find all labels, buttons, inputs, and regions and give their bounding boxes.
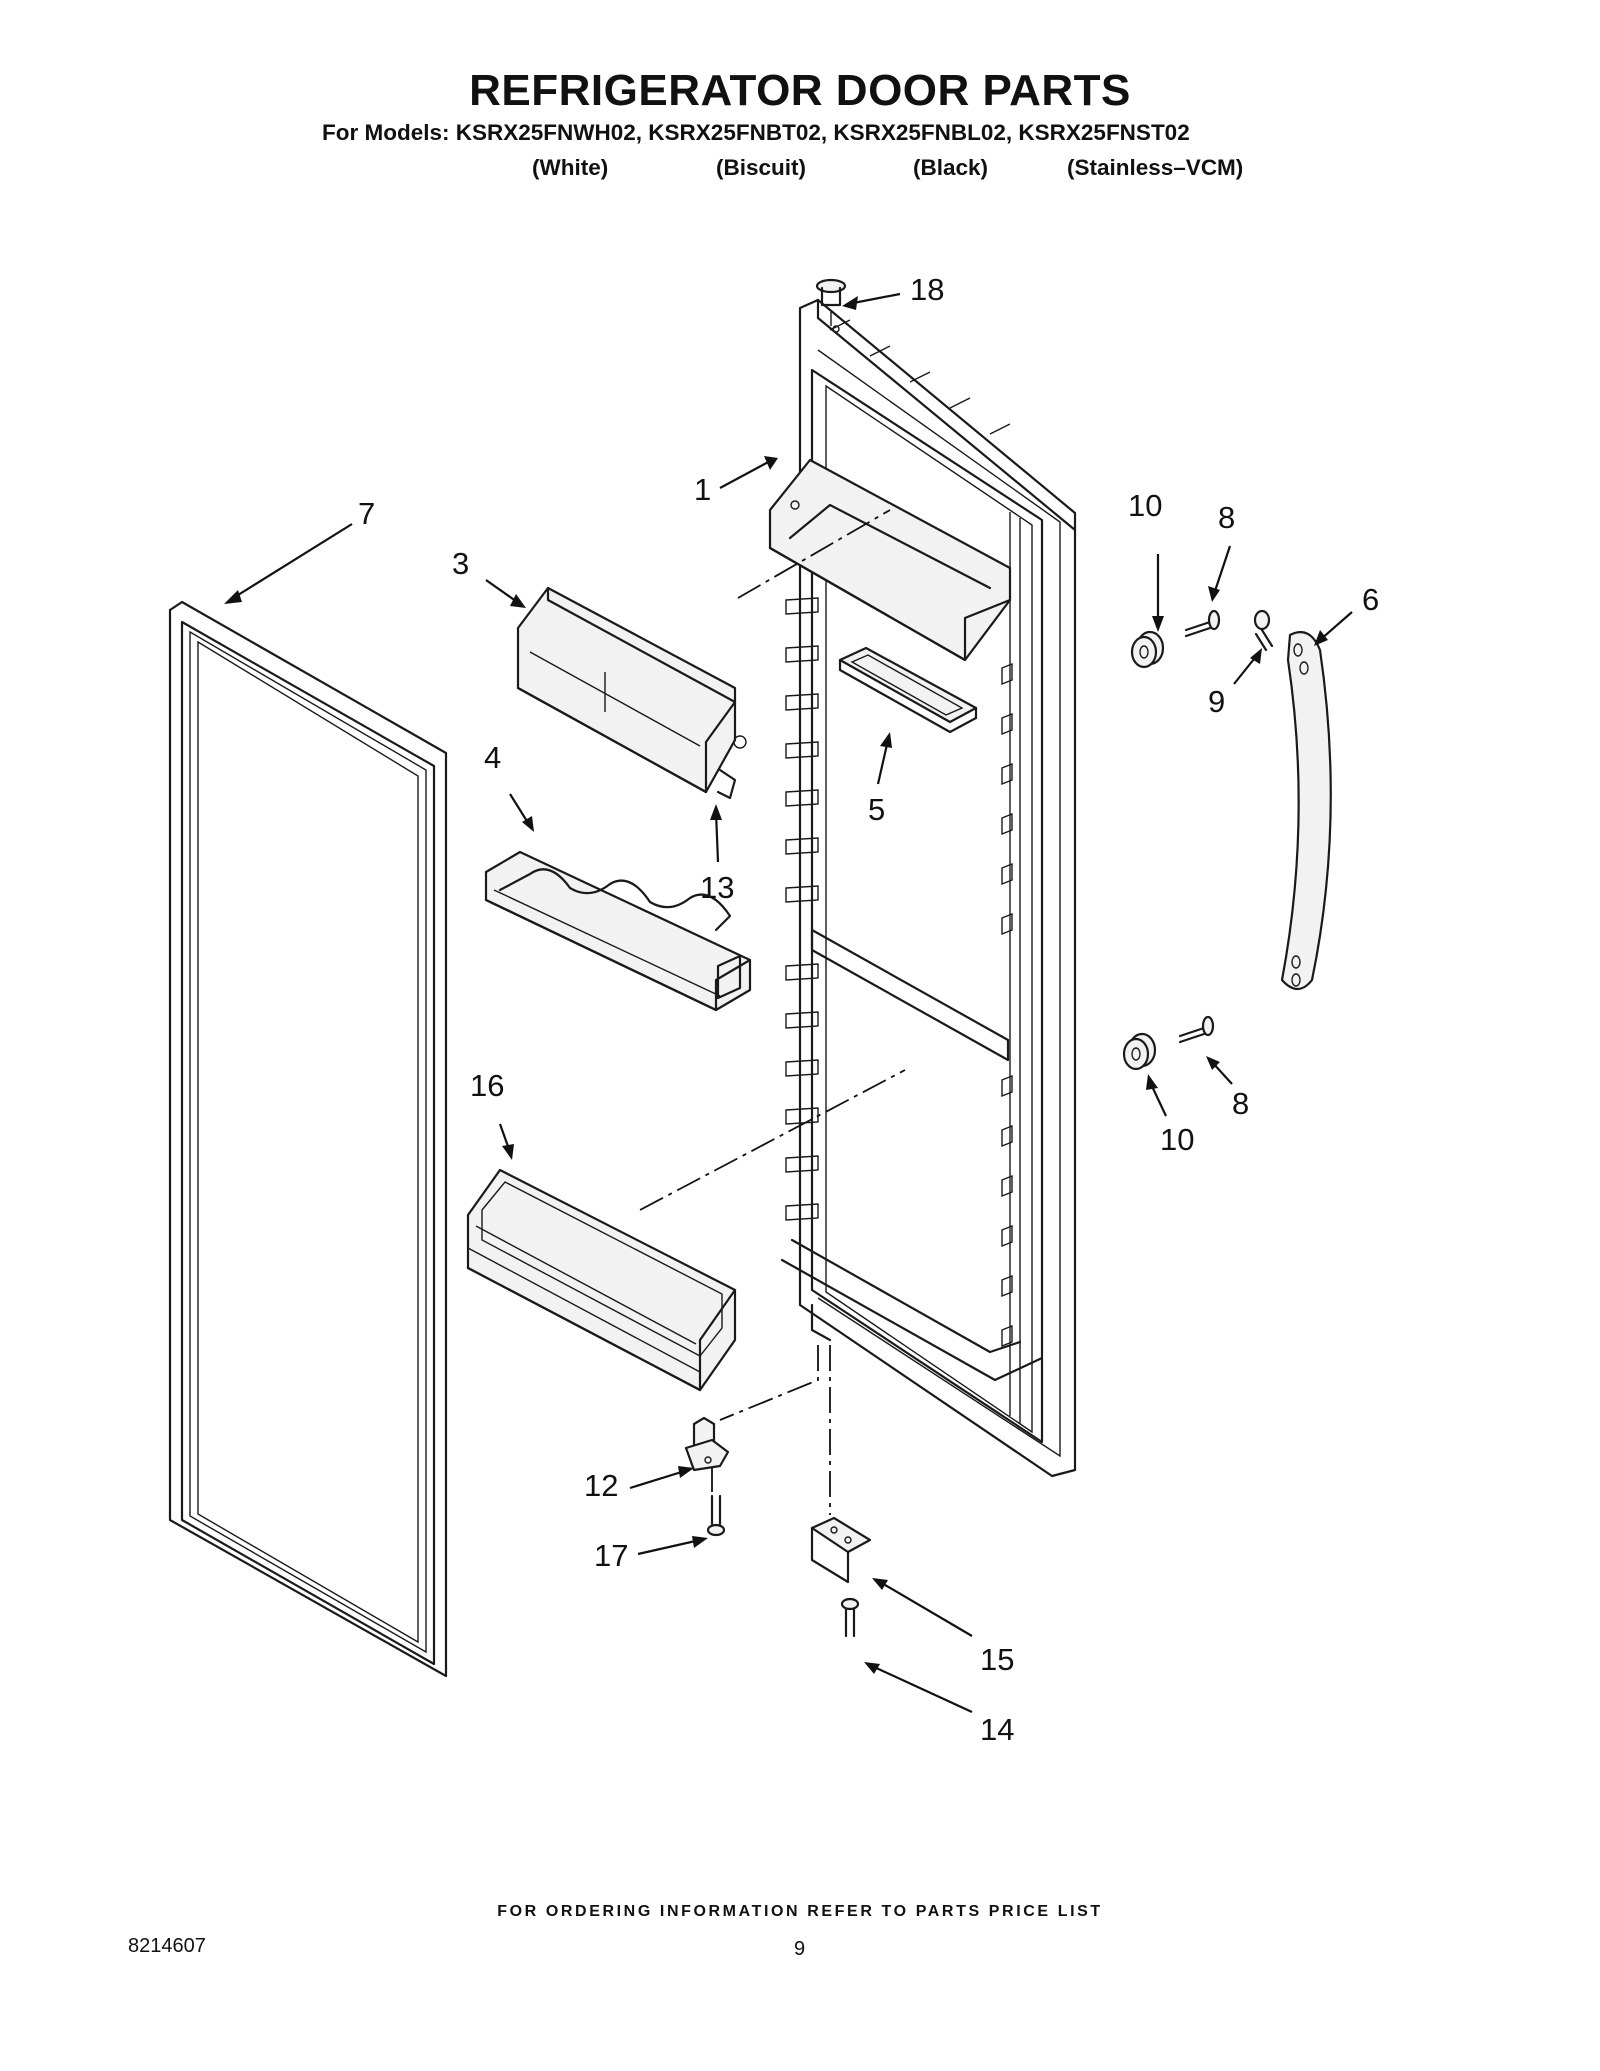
handle-spacer-lower xyxy=(1122,1032,1157,1071)
screw-9 xyxy=(1253,609,1274,652)
model-color-biscuit: (Biscuit) xyxy=(716,155,806,180)
top-hinge-pin xyxy=(815,278,847,333)
callout-8-upper: 8 xyxy=(1218,500,1235,535)
page-number: 9 xyxy=(794,1938,806,1960)
callout-8-lower: 8 xyxy=(1232,1086,1249,1121)
assembly-line-dairy xyxy=(737,509,891,599)
page-title: REFRIGERATOR DOOR PARTS xyxy=(469,66,1131,115)
egg-tray xyxy=(484,850,752,1012)
callout-14: 14 xyxy=(980,1712,1014,1747)
callout-7: 7 xyxy=(358,496,375,531)
callout-9: 9 xyxy=(1208,684,1225,719)
callout-13: 13 xyxy=(700,870,734,905)
model-color-white: (White) xyxy=(532,155,609,180)
dairy-door xyxy=(516,586,747,800)
document-number: 8214607 xyxy=(128,1935,206,1957)
screw-lower xyxy=(1178,1015,1215,1044)
models-line: For Models: KSRX25FNWH02, KSRX25FNBT02, … xyxy=(322,120,1190,145)
lower-hinge xyxy=(684,1416,730,1472)
assembly-line-hinge-pin xyxy=(719,1345,819,1421)
callout-10-upper: 10 xyxy=(1128,488,1162,523)
door-bin xyxy=(466,1168,737,1392)
callout-labels: 18 1 7 3 10 8 6 9 4 5 13 16 8 10 12 17 1… xyxy=(358,272,1379,1747)
leader-arrows xyxy=(224,292,1353,1713)
model-color-stainless: (Stainless–VCM) xyxy=(1067,155,1244,180)
callout-5: 5 xyxy=(868,792,885,827)
callout-18: 18 xyxy=(910,272,944,307)
callout-1: 1 xyxy=(694,472,711,507)
door-gasket xyxy=(168,600,448,1678)
ordering-note: FOR ORDERING INFORMATION REFER TO PARTS … xyxy=(497,1903,1103,1920)
hinge-screw-17 xyxy=(706,1494,726,1537)
model-color-black: (Black) xyxy=(913,155,989,180)
door-liner xyxy=(768,298,1077,1478)
callout-12: 12 xyxy=(584,1468,618,1503)
callout-6: 6 xyxy=(1362,582,1379,617)
small-bin xyxy=(838,646,978,734)
screw-upper xyxy=(1184,609,1221,638)
callout-15: 15 xyxy=(980,1642,1014,1677)
handle-spacer-upper xyxy=(1130,630,1165,669)
callout-4: 4 xyxy=(484,740,501,775)
callout-17: 17 xyxy=(594,1538,628,1573)
callout-10-lower: 10 xyxy=(1160,1122,1194,1157)
bracket-screw-14 xyxy=(840,1597,860,1638)
callout-3: 3 xyxy=(452,546,469,581)
door-handle xyxy=(1280,631,1332,991)
hinge-bracket xyxy=(810,1516,872,1584)
callout-16: 16 xyxy=(470,1068,504,1103)
assembly-line-bin xyxy=(639,1069,906,1211)
